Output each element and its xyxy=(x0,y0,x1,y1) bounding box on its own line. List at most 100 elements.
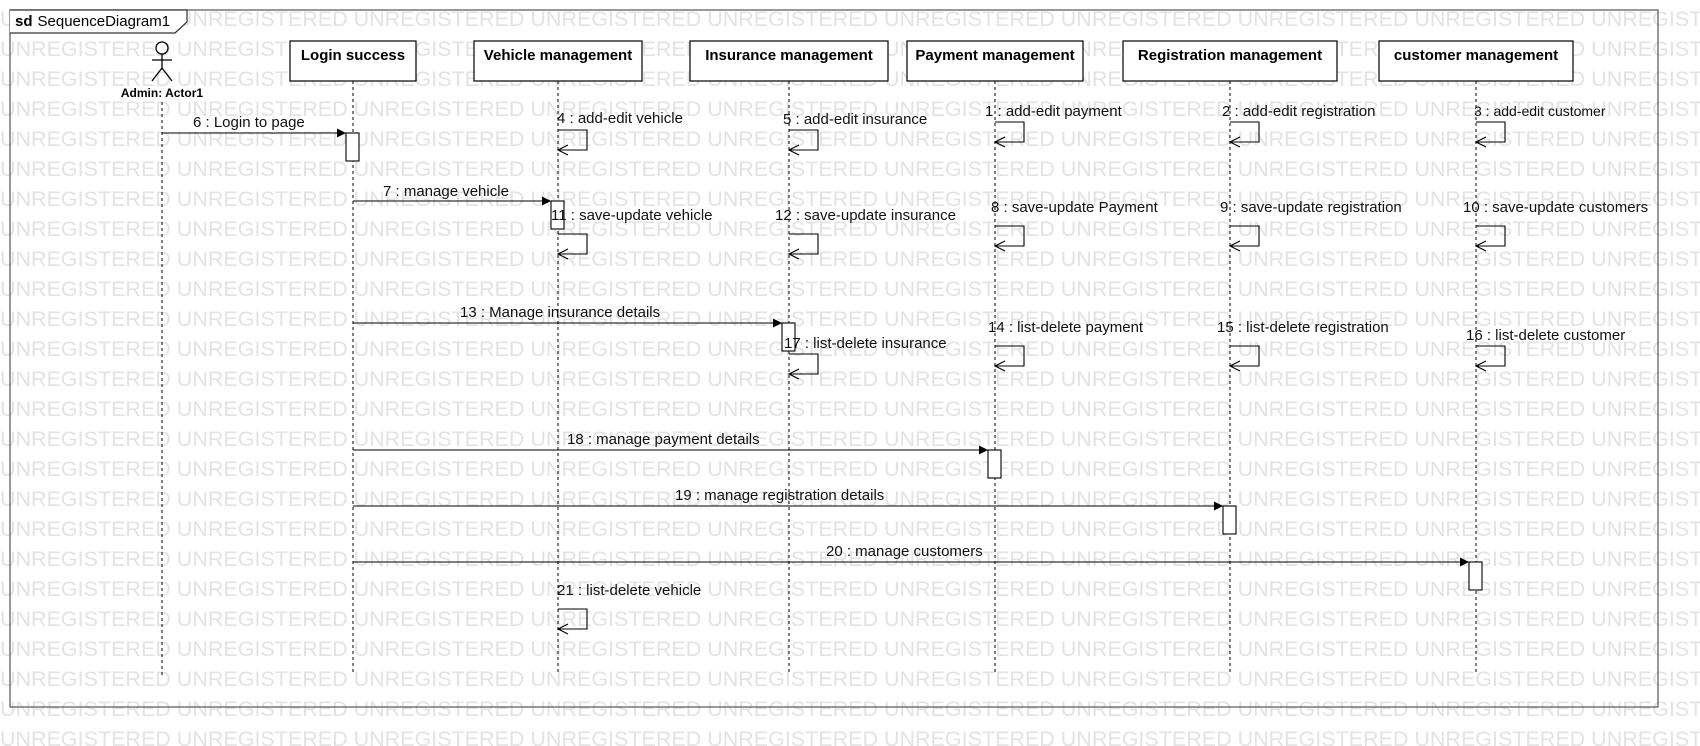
self-message-label: 2 : add-edit registration xyxy=(1222,103,1375,120)
watermark-text: UNREGISTERED UNREGISTERED UNREGISTERED U… xyxy=(0,427,1700,451)
self-message-label: 1 : add-edit payment xyxy=(985,103,1123,120)
watermark-text: UNREGISTERED UNREGISTERED UNREGISTERED U… xyxy=(0,157,1700,181)
watermark-text: UNREGISTERED UNREGISTERED UNREGISTERED U… xyxy=(0,457,1700,481)
self-message-label: 15 : list-delete registration xyxy=(1217,319,1389,336)
watermark-text: UNREGISTERED UNREGISTERED UNREGISTERED U… xyxy=(0,337,1700,361)
watermark-text: UNREGISTERED UNREGISTERED UNREGISTERED U… xyxy=(0,97,1700,121)
self-message-loop xyxy=(993,225,1025,252)
self-message-loop xyxy=(993,121,1025,148)
self-message-loop xyxy=(556,129,588,156)
watermark-text: UNREGISTERED UNREGISTERED UNREGISTERED U… xyxy=(0,637,1700,661)
message-label: 20 : manage customers xyxy=(826,543,983,560)
self-message-label: 11 : save-update vehicle xyxy=(551,207,713,224)
lifeline-box xyxy=(689,40,889,82)
self-message-10[interactable]: 10 : save-update customers xyxy=(1463,199,1648,252)
lifeline-login[interactable]: Login success xyxy=(289,40,417,675)
self-message-label: 10 : save-update customers xyxy=(1463,199,1648,216)
watermark-text: UNREGISTERED UNREGISTERED UNREGISTERED U… xyxy=(0,397,1700,421)
self-message-12[interactable]: 14 : list-delete payment xyxy=(988,319,1144,372)
message-label: 18 : manage payment details xyxy=(567,431,760,448)
watermark-text: UNREGISTERED UNREGISTERED UNREGISTERED U… xyxy=(0,697,1700,721)
self-message-loop xyxy=(556,608,588,635)
lifeline-label: Vehicle management xyxy=(484,47,632,64)
self-message-6[interactable]: 11 : save-update vehicle xyxy=(551,207,713,260)
self-message-8[interactable]: 8 : save-update Payment xyxy=(991,199,1159,252)
activation-bars xyxy=(345,132,1483,591)
self-message-loop xyxy=(1228,345,1260,372)
self-message-loop xyxy=(1228,225,1260,252)
message-2[interactable]: 7 : manage vehicle xyxy=(353,183,551,206)
actor[interactable]: Admin: Actor1 xyxy=(121,41,204,675)
actor-name: Admin: Actor1 xyxy=(121,86,204,100)
self-message-loop xyxy=(1228,121,1260,148)
self-message-4[interactable]: 2 : add-edit registration xyxy=(1222,103,1375,148)
message-1[interactable]: 6 : Login to page xyxy=(162,114,346,138)
self-message-loop xyxy=(1474,225,1506,252)
self-message-15[interactable]: 21 : list-delete vehicle xyxy=(556,582,701,635)
self-message-11[interactable]: 17 : list-delete insurance xyxy=(784,335,947,380)
watermark-text: UNREGISTERED UNREGISTERED UNREGISTERED U… xyxy=(0,367,1700,391)
self-message-loop xyxy=(993,345,1025,372)
self-message-label: 21 : list-delete vehicle xyxy=(557,582,701,599)
message-label: 19 : manage registration details xyxy=(675,487,884,504)
lifeline-box xyxy=(289,40,417,82)
activation-bar-registration xyxy=(1222,505,1237,535)
frame-title: sd SequenceDiagram1 xyxy=(15,13,170,30)
watermark-text: UNREGISTERED UNREGISTERED UNREGISTERED U… xyxy=(0,7,1700,31)
watermark-text: UNREGISTERED UNREGISTERED UNREGISTERED U… xyxy=(0,247,1700,271)
activation-bar-insurance xyxy=(781,322,796,352)
watermark-text: UNREGISTERED UNREGISTERED UNREGISTERED U… xyxy=(0,727,1700,746)
lifeline-insurance[interactable]: Insurance management xyxy=(689,40,889,675)
self-message-label: 14 : list-delete payment xyxy=(988,319,1144,336)
self-message-7[interactable]: 12 : save-update insurance xyxy=(775,207,956,260)
self-message-loop xyxy=(1474,121,1506,148)
self-message-label: 17 : list-delete insurance xyxy=(784,335,947,352)
lifeline-box xyxy=(473,40,643,82)
lifeline-label: Payment management xyxy=(915,47,1074,64)
self-message-2[interactable]: 5 : add-edit insurance xyxy=(783,111,927,156)
actor-stick-figure-icon xyxy=(151,41,173,82)
self-message-3[interactable]: 1 : add-edit payment xyxy=(985,103,1123,148)
self-message-label: 12 : save-update insurance xyxy=(775,207,956,224)
lifeline-label: customer management xyxy=(1394,47,1558,64)
message-5[interactable]: 19 : manage registration details xyxy=(353,487,1223,511)
self-message-14[interactable]: 16 : list-delete customer xyxy=(1466,327,1625,372)
watermark-text: UNREGISTERED UNREGISTERED UNREGISTERED U… xyxy=(0,187,1700,211)
lifeline-box xyxy=(906,40,1084,82)
lifeline-label: Login success xyxy=(301,47,405,64)
lifeline-vehicle[interactable]: Vehicle management xyxy=(473,40,643,675)
frame-name: SequenceDiagram1 xyxy=(38,13,171,30)
watermark-text: UNREGISTERED UNREGISTERED UNREGISTERED U… xyxy=(0,217,1700,241)
lifeline-box xyxy=(1378,40,1574,82)
watermark-text: UNREGISTERED UNREGISTERED UNREGISTERED U… xyxy=(0,487,1700,511)
message-6[interactable]: 20 : manage customers xyxy=(353,543,1469,567)
watermark-text: UNREGISTERED UNREGISTERED UNREGISTERED U… xyxy=(0,277,1700,301)
frame-keyword: sd xyxy=(15,13,33,30)
watermark-text: UNREGISTERED UNREGISTERED UNREGISTERED U… xyxy=(0,307,1700,331)
lifeline-payment[interactable]: Payment management xyxy=(906,40,1084,675)
watermark-text: UNREGISTERED UNREGISTERED UNREGISTERED U… xyxy=(0,547,1700,571)
message-label: 7 : manage vehicle xyxy=(383,183,509,200)
self-message-label: 5 : add-edit insurance xyxy=(783,111,927,128)
self-message-9[interactable]: 9 : save-update registration xyxy=(1220,199,1402,252)
watermark-text: UNREGISTERED UNREGISTERED UNREGISTERED U… xyxy=(0,577,1700,601)
self-message-13[interactable]: 15 : list-delete registration xyxy=(1217,319,1389,372)
self-message-1[interactable]: 4 : add-edit vehicle xyxy=(556,110,683,156)
message-4[interactable]: 18 : manage payment details xyxy=(353,431,988,455)
self-message-loop xyxy=(787,353,819,380)
message-3[interactable]: 13 : Manage insurance details xyxy=(353,304,782,328)
lifeline-registration[interactable]: Registration management xyxy=(1122,40,1338,675)
self-message-loop xyxy=(787,129,819,156)
watermark-text: UNREGISTERED UNREGISTERED UNREGISTERED U… xyxy=(0,517,1700,541)
self-message-loop xyxy=(787,233,819,260)
watermark-text: UNREGISTERED UNREGISTERED UNREGISTERED U… xyxy=(0,127,1700,151)
lifeline-label: Insurance management xyxy=(705,47,873,64)
self-message-label: 3 : add-edit customer xyxy=(1474,103,1606,119)
message-label: 13 : Manage insurance details xyxy=(460,304,660,321)
self-message-label: 4 : add-edit vehicle xyxy=(557,110,683,127)
self-message-5[interactable]: 3 : add-edit customer xyxy=(1474,103,1606,148)
activation-bar-login xyxy=(345,132,360,162)
self-message-loop xyxy=(556,233,588,260)
diagram-frame: sd SequenceDiagram1 xyxy=(9,9,1659,708)
